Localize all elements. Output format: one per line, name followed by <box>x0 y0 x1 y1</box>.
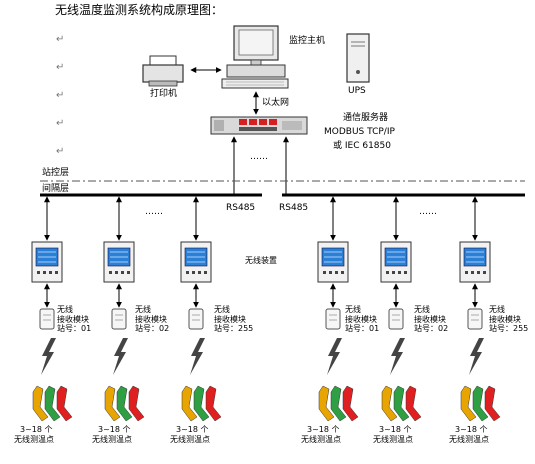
monitor-computer-icon <box>221 25 289 89</box>
temperature-sensor-icon <box>193 385 210 422</box>
device-units <box>31 241 501 422</box>
wireless-device-label: 无线装置 <box>245 256 277 265</box>
paragraph-mark: ↵ <box>56 62 65 73</box>
receiver-label: 无线接收模块站号：02 <box>135 305 170 334</box>
receiver-label: 无线接收模块站号：02 <box>414 305 449 334</box>
sensor-label: 3~18 个无线测温点 <box>373 425 413 444</box>
temperature-sensor-icon <box>104 385 121 422</box>
temperature-sensor-icon <box>405 385 422 422</box>
sensor-label: 3~18 个无线测温点 <box>449 425 489 444</box>
receiver-module-icon <box>39 308 55 330</box>
station-layer-label: 站控层 <box>42 168 70 178</box>
ellipsis-top: …… <box>250 152 268 162</box>
host-label: 监控主机 <box>289 36 326 46</box>
temperature-sensor-icon <box>181 385 198 422</box>
paragraph-mark: ↵ <box>56 90 65 101</box>
rs485-left-label: RS485 <box>226 203 256 213</box>
paragraph-mark: ↵ <box>56 34 65 45</box>
temperature-sensor-icon <box>44 385 61 422</box>
ellipsis-right: …… <box>419 207 437 217</box>
temperature-sensor-icon <box>472 385 489 422</box>
receiver-module-icon <box>388 308 404 330</box>
temperature-sensor-icon <box>393 385 410 422</box>
sensor-label: 3~18 个无线测温点 <box>301 425 341 444</box>
temperature-sensor-icon <box>32 385 49 422</box>
temperature-sensor-icon <box>318 385 335 422</box>
receiver-module-icon <box>188 308 204 330</box>
wireless-signal-icon <box>190 338 205 375</box>
sensor-label: 3~18 个无线测温点 <box>14 425 54 444</box>
comm-server-protocol-2: 或 IEC 61850 <box>333 141 391 151</box>
wireless-signal-icon <box>390 338 405 375</box>
temperature-sensor-icon <box>56 385 73 422</box>
temperature-sensor-icon <box>128 385 145 422</box>
temperature-sensor-icon <box>484 385 501 422</box>
bay-layer-label: 间隔层 <box>42 184 70 194</box>
ups-icon <box>346 33 370 83</box>
ellipsis-left: …… <box>145 207 163 217</box>
comm-server-protocol-1: MODBUS TCP/IP <box>324 127 395 137</box>
bus-links <box>44 196 478 241</box>
wireless-signal-icon <box>41 338 56 375</box>
comm-server-label: 通信服务器 <box>343 113 389 123</box>
paragraph-mark: ↵ <box>56 146 65 157</box>
receiver-label: 无线接收模块站号：255 <box>489 305 529 334</box>
temperature-sensor-icon <box>381 385 398 422</box>
sensor-label: 3~18 个无线测温点 <box>170 425 210 444</box>
wireless-signal-icon <box>327 338 342 375</box>
wireless-signal-icon <box>113 338 128 375</box>
receiver-label: 无线接收模块站号：01 <box>57 305 92 334</box>
diagram-title: 无线温度监测系统构成原理图： <box>55 3 224 17</box>
receiver-module-icon <box>325 308 341 330</box>
ethernet-label: 以太网 <box>262 98 290 108</box>
receiver-module-icon <box>467 308 483 330</box>
temperature-sensor-icon <box>205 385 222 422</box>
receiver-label: 无线接收模块站号：255 <box>214 305 254 334</box>
rs485-right-label: RS485 <box>279 203 309 213</box>
temperature-sensor-icon <box>460 385 477 422</box>
temperature-sensor-icon <box>330 385 347 422</box>
receiver-module-icon <box>111 308 127 330</box>
temperature-sensor-icon <box>116 385 133 422</box>
temperature-sensor-icon <box>342 385 359 422</box>
sensor-label: 3~18 个无线测温点 <box>92 425 132 444</box>
receiver-label: 无线接收模块站号：01 <box>345 305 380 334</box>
printer-label: 打印机 <box>150 89 178 99</box>
ups-label: UPS <box>348 86 366 96</box>
printer-icon <box>142 55 184 87</box>
comm-server-icon <box>210 116 308 135</box>
wireless-signal-icon <box>469 338 484 375</box>
paragraph-mark: ↵ <box>56 118 65 129</box>
